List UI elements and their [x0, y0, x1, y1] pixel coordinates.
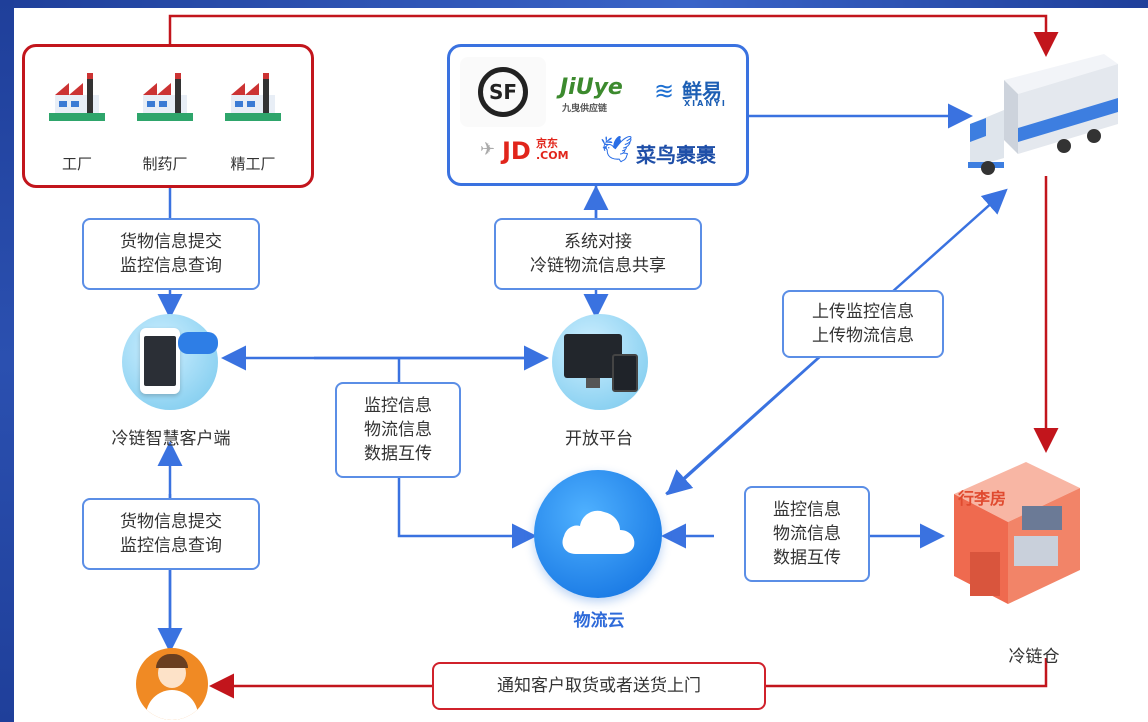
logistics-cloud-node	[534, 470, 662, 598]
jd-logo: ✈ JD 京东 .COM	[480, 137, 569, 165]
factory-group: 工厂 制药厂 精工厂	[22, 44, 314, 188]
customer-link-label: 货物信息提交 监控信息查询	[82, 498, 260, 570]
xianyi-logo: ≋ 鲜易 XIANYI	[654, 77, 727, 108]
logistics-partners-group: SF JiUye 九曳供应链 ≋ 鲜易 XIANYI ✈ JD 京东 .COM …	[447, 44, 749, 186]
left-frame	[0, 0, 14, 722]
customer-node	[136, 648, 208, 720]
precision-factory-label: 精工厂	[230, 155, 276, 173]
tablet-icon	[612, 354, 638, 392]
notify-label: 通知客户取货或者送货上门	[432, 662, 766, 710]
factory-to-truck-line	[168, 14, 1059, 57]
cainiao-logo: 🕊 菜鸟裹裹	[600, 135, 716, 167]
factory-icon	[49, 73, 105, 121]
truck-icon	[968, 54, 1118, 175]
client-app-node	[122, 314, 218, 410]
truck-link-label: 上传监控信息 上传物流信息	[782, 290, 944, 358]
client-label: 冷链智慧客户端	[111, 429, 231, 449]
platform-label: 开放平台	[565, 429, 633, 449]
factory-label: 工厂	[61, 155, 92, 173]
phone-icon	[140, 328, 180, 394]
open-platform-node	[552, 314, 648, 410]
truck-to-cloud-line	[666, 343, 835, 496]
cloud-label: 物流云	[573, 611, 625, 631]
diagram-canvas: 工厂 制药厂 精工厂 SF JiUye 九曳供应链 ≋ 鲜易 XIANYI ✈ …	[14, 8, 1148, 722]
top-frame	[0, 0, 1148, 8]
chat-bubble-icon	[178, 332, 218, 354]
partner-link-label: 系统对接 冷链物流信息共享	[494, 218, 702, 290]
warehouse-link-label: 监控信息 物流信息 数据互传	[744, 486, 870, 582]
sf-express-logo: SF	[460, 57, 546, 127]
warehouse-icon: 行李房	[954, 462, 1080, 604]
center-link-label: 监控信息 物流信息 数据互传	[335, 382, 461, 478]
pharmaceutical-factory-icon	[137, 73, 193, 121]
cloud-icon	[562, 510, 635, 554]
warehouse-label: 冷链仓	[1008, 647, 1060, 667]
jiuye-logo: JiUye 九曳供应链	[560, 75, 623, 114]
precision-factory-icon	[225, 73, 281, 121]
factory-link-label: 货物信息提交 监控信息查询	[82, 218, 260, 290]
warehouse-sign: 行李房	[957, 489, 1006, 508]
pharmaceutical-factory-label: 制药厂	[142, 155, 188, 173]
